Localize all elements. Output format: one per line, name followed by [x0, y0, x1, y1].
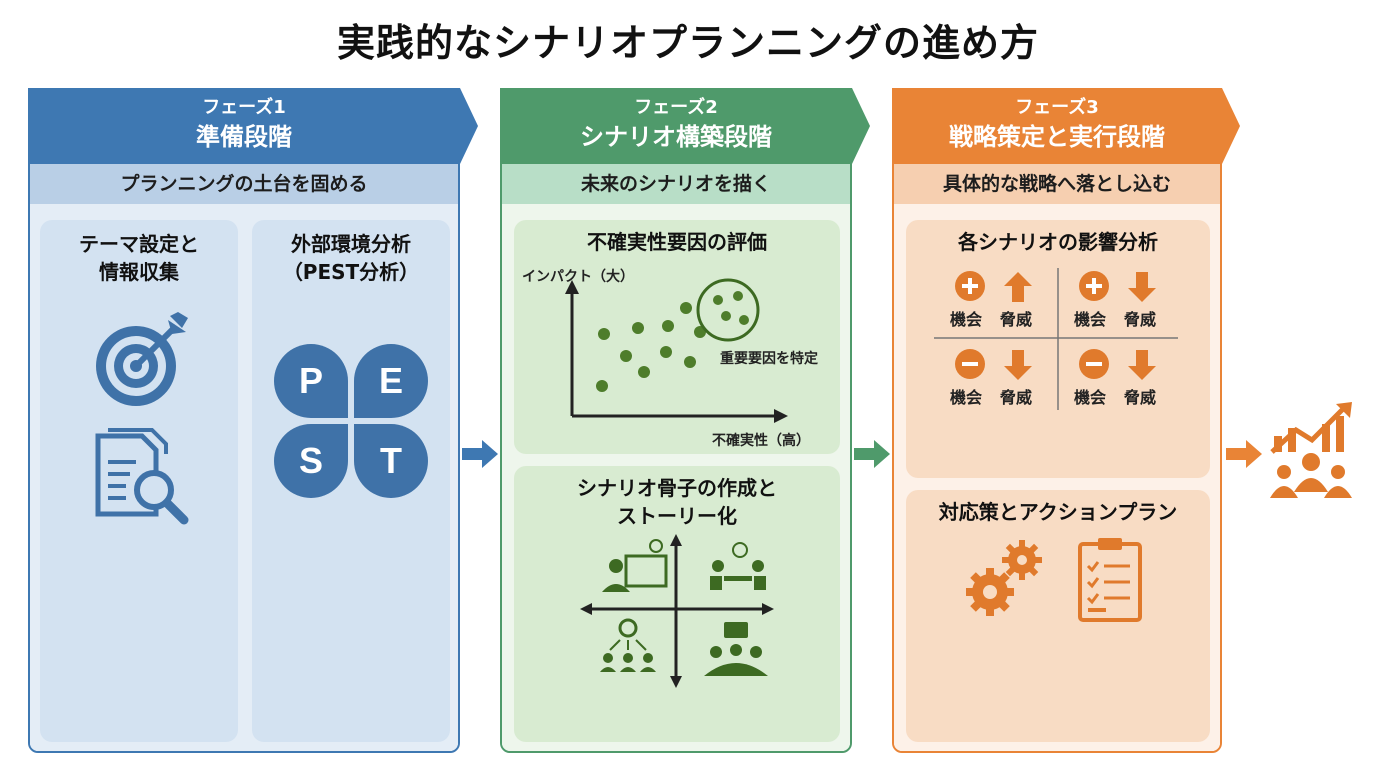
scatter-point — [598, 328, 610, 340]
scatter-point — [662, 320, 674, 332]
card-scenario-story: シナリオ骨子の作成と ストーリー化 — [514, 466, 840, 742]
arrow-down-icon — [1004, 350, 1032, 380]
phase-3-arrow-banner — [892, 88, 1240, 164]
gears-icon — [966, 540, 1042, 616]
phase-3-band: 具体的な戦略へ落とし込む — [894, 164, 1220, 204]
key-factor-annotation: 重要要因を特定 — [720, 351, 818, 367]
card-uncertainty-evaluation: 不確実性要因の評価 インパクト（大） 不確実性（高） 重要要因を特定 — [514, 220, 840, 454]
card-theme-title-line2: 情報収集 — [99, 260, 179, 284]
card-theme-title-line1: テーマ設定と — [79, 232, 199, 256]
plus-icon — [955, 271, 985, 301]
discussion-icon — [704, 622, 768, 676]
card-pest-analysis: 外部環境分析 （PEST分析） P E S T — [252, 220, 450, 742]
phase-2-name: シナリオ構築段階 — [580, 123, 772, 151]
page-title: 実践的なシナリオプランニングの進め方 — [336, 21, 1039, 65]
arrow-down-icon — [1128, 272, 1156, 302]
plus-icon — [1079, 271, 1109, 301]
flow-arrow-3-icon — [1226, 440, 1262, 468]
card-impact-title: 各シナリオの影響分析 — [958, 230, 1158, 254]
scatter-point — [660, 346, 672, 358]
card-pest-title-line1: 外部環境分析 — [291, 232, 411, 256]
pest-letter-t: T — [354, 424, 428, 498]
card-action-plan: 対応策とアクションプラン — [906, 490, 1210, 742]
phase-3-header: フェーズ3 戦略策定と実行段階 — [892, 88, 1240, 164]
quadrant-1-threat: 脅威 — [1000, 310, 1033, 329]
pest-letter-e: E — [354, 344, 428, 418]
presenter-icon — [602, 539, 668, 592]
team-hierarchy-icon — [600, 618, 656, 672]
x-axis-arrowhead — [774, 409, 788, 423]
phase-2-band: 未来のシナリオを描く — [502, 164, 850, 204]
phase-1-header: フェーズ1 準備段階 — [28, 88, 478, 164]
card-story-title-line1: シナリオ骨子の作成と — [577, 476, 777, 500]
phase-2-arrow-banner — [500, 88, 870, 164]
quadrant-2-opportunity: 機会 — [1074, 310, 1107, 329]
scatter-point — [620, 350, 632, 362]
pest-letter-s: S — [274, 424, 348, 498]
scatter-point — [680, 302, 692, 314]
card-impact-analysis: 各シナリオの影響分析 機会 脅威 機会 脅威 機会 脅威 機会 脅威 — [906, 220, 1210, 478]
phase-2-panel: フェーズ2 シナリオ構築段階 未来のシナリオを描く 不確実性要因の評価 インパク… — [500, 88, 870, 753]
scatter-point — [684, 356, 696, 368]
quadrant-1-opportunity: 機会 — [950, 310, 983, 329]
impact-matrix-icons — [934, 268, 1178, 410]
card-theme-setting: テーマ設定と 情報収集 — [40, 220, 238, 742]
card-pest-title-line2: （PEST分析） — [282, 260, 420, 284]
quadrant-4-threat: 脅威 — [1124, 388, 1157, 407]
minus-icon — [1079, 349, 1109, 379]
key-point — [733, 291, 743, 301]
phase-1-band: プランニングの土台を固める — [30, 164, 458, 204]
scatter-point — [632, 322, 644, 334]
quadrant-3-opportunity: 機会 — [950, 388, 983, 407]
meeting-icon — [710, 542, 766, 590]
phase-3-label: フェーズ3 — [1015, 97, 1099, 118]
phase-2-label: フェーズ2 — [634, 97, 718, 118]
pest-letter-p: P — [274, 344, 348, 418]
checklist-clipboard-icon — [1078, 538, 1142, 622]
uncertainty-scatter-plot — [565, 278, 788, 423]
arrow-up-icon — [1004, 272, 1032, 302]
quadrant-4-opportunity: 機会 — [1074, 388, 1107, 407]
phase-1-label: フェーズ1 — [202, 97, 286, 118]
x-axis-label: 不確実性（高） — [712, 433, 810, 449]
phase-1-panel: フェーズ1 準備段階 プランニングの土台を固める テーマ設定と 情報収集 — [28, 88, 478, 753]
quadrant-3-threat: 脅威 — [1000, 388, 1033, 407]
document-search-icon — [95, 428, 189, 525]
flow-arrow-1-icon — [462, 440, 498, 468]
card-eval-title: 不確実性要因の評価 — [587, 230, 767, 254]
target-icon — [96, 312, 188, 406]
scenario-matrix-diagram — [580, 534, 774, 688]
phase-3-name: 戦略策定と実行段階 — [949, 123, 1165, 151]
key-factor-highlight-circle — [696, 278, 760, 342]
phase-2-header: フェーズ2 シナリオ構築段階 — [500, 88, 870, 164]
key-point — [721, 311, 731, 321]
flow-arrow-2-icon — [854, 440, 890, 468]
key-point — [713, 295, 723, 305]
phase-1-name: 準備段階 — [196, 123, 292, 151]
arrow-down-icon — [1128, 350, 1156, 380]
y-axis-label: インパクト（大） — [522, 269, 634, 285]
scatter-point — [638, 366, 650, 378]
key-point — [739, 315, 749, 325]
team-growth-icon — [1270, 402, 1352, 498]
phase-3-panel: フェーズ3 戦略策定と実行段階 具体的な戦略へ落とし込む 各シナリオの影響分析 … — [892, 88, 1240, 753]
minus-icon — [955, 349, 985, 379]
quadrant-2-threat: 脅威 — [1124, 310, 1157, 329]
card-story-title-line2: ストーリー化 — [617, 504, 737, 528]
card-plan-title: 対応策とアクションプラン — [938, 500, 1178, 524]
scatter-point — [596, 380, 608, 392]
phase-1-arrow-banner — [28, 88, 478, 164]
y-axis-arrowhead — [565, 280, 579, 294]
